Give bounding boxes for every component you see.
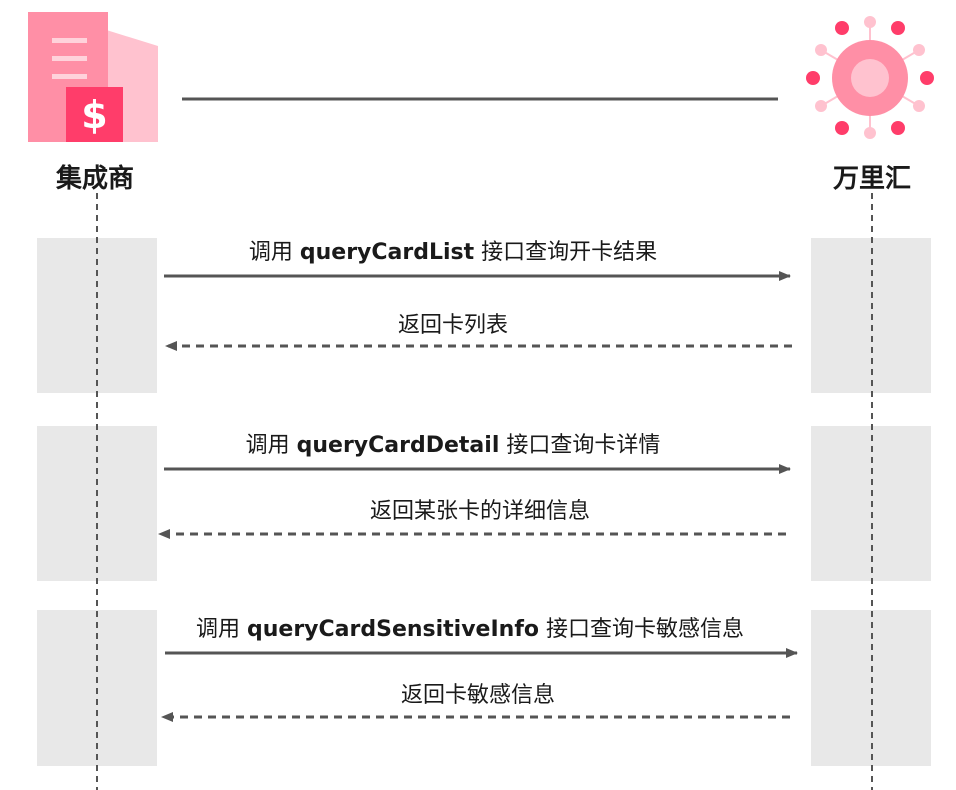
- message-label-6: 返回卡敏感信息: [401, 683, 555, 708]
- message-label-4: 返回某张卡的详细信息: [370, 499, 590, 524]
- participant-right-label: 万里汇: [833, 164, 911, 194]
- message-label-1: 调用 queryCardList 接口查询开卡结果: [249, 240, 657, 265]
- building-dollar-icon: $: [28, 12, 158, 142]
- message-label-5: 调用 queryCardSensitiveInfo 接口查询卡敏感信息: [196, 617, 744, 642]
- svg-text:$: $: [81, 93, 107, 137]
- message-label-2: 返回卡列表: [398, 313, 508, 338]
- sun-network-icon: [806, 16, 934, 139]
- participant-left-label: 集成商: [55, 163, 134, 194]
- message-label-3: 调用 queryCardDetail 接口查询卡详情: [246, 433, 661, 458]
